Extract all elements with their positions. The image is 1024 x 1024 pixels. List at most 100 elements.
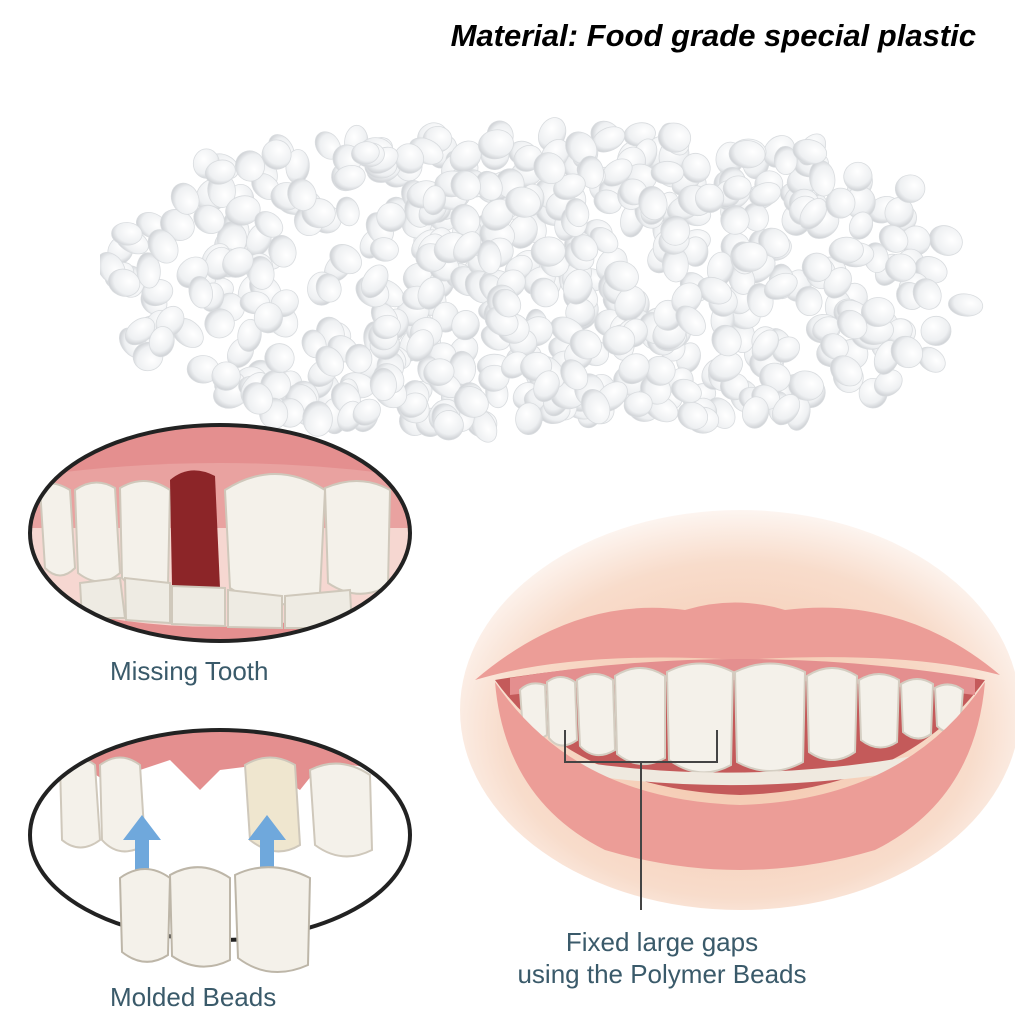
bead — [423, 358, 455, 387]
bead — [533, 370, 560, 402]
bead — [763, 272, 798, 300]
smile-illustration — [460, 510, 1015, 910]
bead — [741, 396, 770, 429]
bead — [453, 231, 482, 264]
bead — [708, 352, 743, 383]
fixed-gaps-caption: Fixed large gaps using the Polymer Beads — [452, 926, 872, 990]
bead — [602, 325, 636, 356]
bead — [795, 286, 823, 317]
bead — [660, 215, 691, 246]
bead — [477, 239, 502, 275]
bead — [451, 310, 480, 341]
bead — [638, 186, 668, 221]
missing-tooth-caption: Missing Tooth — [110, 656, 269, 686]
bead — [188, 276, 214, 309]
bead — [315, 346, 345, 377]
bead — [107, 268, 141, 297]
bead — [225, 195, 261, 226]
bead — [801, 252, 833, 283]
bead — [890, 335, 924, 369]
bead — [372, 314, 401, 340]
bead — [237, 318, 262, 352]
bead — [204, 159, 236, 185]
bead — [670, 378, 702, 404]
bead — [675, 305, 706, 337]
bead — [376, 202, 407, 232]
bead — [711, 324, 742, 357]
bead — [148, 326, 175, 358]
bead — [731, 241, 768, 273]
bead — [335, 196, 360, 227]
bead — [728, 140, 766, 169]
bead — [530, 277, 559, 308]
bead — [406, 329, 434, 362]
bead — [351, 141, 380, 165]
bead — [751, 329, 779, 362]
bead — [352, 398, 381, 426]
bead — [580, 389, 611, 425]
bead — [111, 222, 143, 246]
bead — [333, 165, 366, 191]
bead — [614, 285, 646, 322]
bead — [253, 302, 283, 334]
bead — [530, 236, 566, 267]
bead — [478, 129, 514, 160]
bead — [722, 175, 752, 201]
bead — [885, 253, 917, 282]
bead — [771, 394, 801, 426]
bead — [677, 401, 709, 430]
bead — [261, 139, 292, 170]
bead — [204, 308, 235, 339]
bead — [450, 170, 481, 201]
bead — [828, 236, 864, 264]
bead — [287, 178, 317, 211]
bead — [825, 187, 856, 219]
bead — [222, 247, 254, 278]
bead — [792, 139, 828, 165]
bead — [697, 276, 733, 305]
bead — [848, 211, 874, 240]
bead — [563, 269, 593, 305]
bead — [553, 173, 586, 200]
bead — [799, 198, 828, 230]
bead — [603, 260, 639, 292]
bead — [453, 386, 489, 418]
bead — [505, 186, 541, 218]
missing-tooth-illustration — [28, 423, 412, 643]
bead — [369, 367, 397, 401]
bead — [422, 185, 446, 216]
bead — [861, 297, 895, 327]
bead — [329, 244, 362, 275]
bead — [345, 343, 373, 374]
bead — [302, 400, 333, 437]
bead — [515, 402, 543, 435]
bead — [264, 343, 295, 374]
bead — [211, 361, 241, 391]
bead — [492, 288, 522, 318]
bead — [394, 143, 425, 174]
bead — [618, 353, 650, 385]
bead — [268, 235, 297, 268]
material-headline: Material: Food grade special plastic — [450, 18, 976, 53]
bead — [593, 189, 622, 215]
bead — [433, 410, 464, 441]
bead — [878, 224, 909, 253]
bead — [569, 329, 602, 360]
bead — [830, 355, 863, 387]
bead — [417, 277, 445, 310]
bead — [315, 273, 342, 303]
up-arrow-icon — [123, 815, 161, 880]
bead — [650, 160, 685, 185]
polymer-beads-pile — [100, 117, 984, 443]
molded-beads-caption: Molded Beads — [110, 982, 277, 1012]
bead — [836, 309, 868, 340]
bead — [533, 152, 566, 185]
bead — [560, 359, 589, 391]
bead — [948, 293, 984, 317]
molded-beads-illustration — [28, 728, 412, 974]
bead — [749, 182, 782, 207]
bead — [772, 336, 801, 363]
bead — [369, 237, 399, 262]
bead — [912, 278, 942, 310]
fixed-gaps-line2: using the Polymer Beads — [517, 959, 807, 989]
